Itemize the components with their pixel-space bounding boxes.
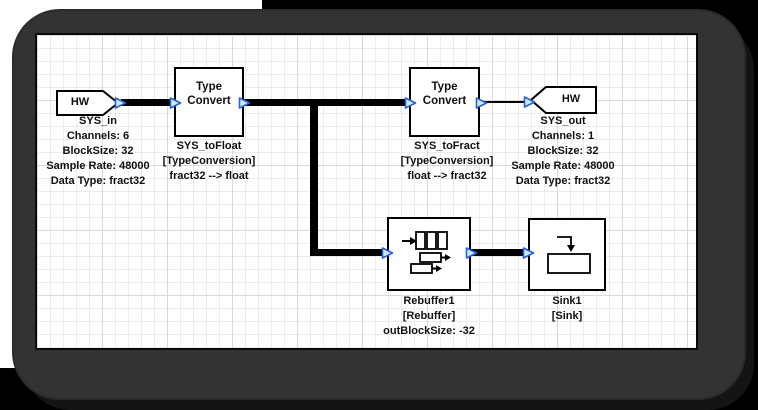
port-tofloat-output-icon[interactable] [238,96,251,109]
wire-rebuffer-to-sink[interactable] [470,249,528,256]
title-line: Convert [422,95,467,107]
port-rebuffer-input-icon[interactable] [381,246,394,259]
wire-tofract-to-sysout[interactable] [480,101,527,103]
block-sys-in[interactable]: HW [56,90,120,116]
wire-tofloat-to-tofract[interactable] [242,99,409,106]
port-sysout-input-icon[interactable] [523,95,536,108]
title-line: Type [196,81,222,93]
block-sys-out[interactable]: HW [529,86,598,114]
block-sys-tofloat[interactable]: Type Convert [174,67,244,137]
port-tofract-output-icon[interactable] [475,96,488,109]
type-convert-title: Type Convert [411,80,478,108]
caption-line: Channels: 6 [66,130,130,142]
caption-line: Data Type: fract32 [515,175,611,187]
title-line: Type [431,81,458,93]
block-rebuffer1[interactable] [387,217,471,291]
sink1-caption: Sink1 [Sink] [492,294,642,324]
caption-line: float --> fract32 [407,170,487,182]
hw-output-label: HW [561,93,581,105]
hw-input-pentagon-icon [56,90,120,116]
type-convert-title: Type Convert [176,80,242,108]
caption-line: SYS_out [540,115,586,127]
caption-line: Sink1 [552,295,582,307]
caption-line: SYS_in [79,115,117,127]
caption-line: Data Type: fract32 [50,175,146,187]
port-tofract-input-icon[interactable] [404,96,417,109]
title-line: Convert [187,95,231,107]
caption-line: [Rebuffer] [402,310,456,322]
rebuffer-icon [402,231,451,274]
caption-line: SYS_toFloat [176,140,242,152]
caption-line: BlockSize: 32 [527,145,599,157]
caption-line: Channels: 1 [531,130,595,142]
sys-tofloat-caption: SYS_toFloat [TypeConversion] fract32 -->… [134,139,284,184]
sys-tofract-caption: SYS_toFract [TypeConversion] float --> f… [372,139,522,184]
caption-line: SYS_toFract [414,140,480,152]
caption-line: fract32 --> float [169,170,249,182]
diagram-canvas[interactable]: HW SYS_in Channels: 6 BlockSize: 32 Samp… [35,33,698,350]
caption-line: Sample Rate: 48000 [511,160,615,172]
wire-branch-to-rebuffer[interactable] [310,249,387,256]
sys-out-caption: SYS_out Channels: 1 BlockSize: 32 Sample… [488,114,638,189]
caption-line: [Sink] [551,310,583,322]
caption-line: Sample Rate: 48000 [46,160,150,172]
port-rebuffer-output-icon[interactable] [465,246,478,259]
block-sys-tofract[interactable]: Type Convert [409,67,480,137]
caption-line: [TypeConversion] [400,155,494,167]
wire-sysin-to-tofloat[interactable] [121,99,174,106]
caption-line: BlockSize: 32 [62,145,134,157]
port-sink-input-icon[interactable] [522,246,535,259]
caption-line: outBlockSize: -32 [383,325,475,337]
sys-in-caption: SYS_in Channels: 6 BlockSize: 32 Sample … [23,114,173,189]
caption-line: [TypeConversion] [162,155,256,167]
sink-icon [547,236,591,274]
wire-branch-vertical[interactable] [310,99,318,256]
caption-line: Rebuffer1 [403,295,455,307]
port-sysin-output-icon[interactable] [114,96,127,109]
port-tofloat-input-icon[interactable] [169,96,182,109]
rebuffer1-caption: Rebuffer1 [Rebuffer] outBlockSize: -32 [354,294,504,339]
hw-input-label: HW [70,96,90,108]
hw-output-pentagon-icon [529,86,597,114]
block-sink1[interactable] [528,218,606,291]
